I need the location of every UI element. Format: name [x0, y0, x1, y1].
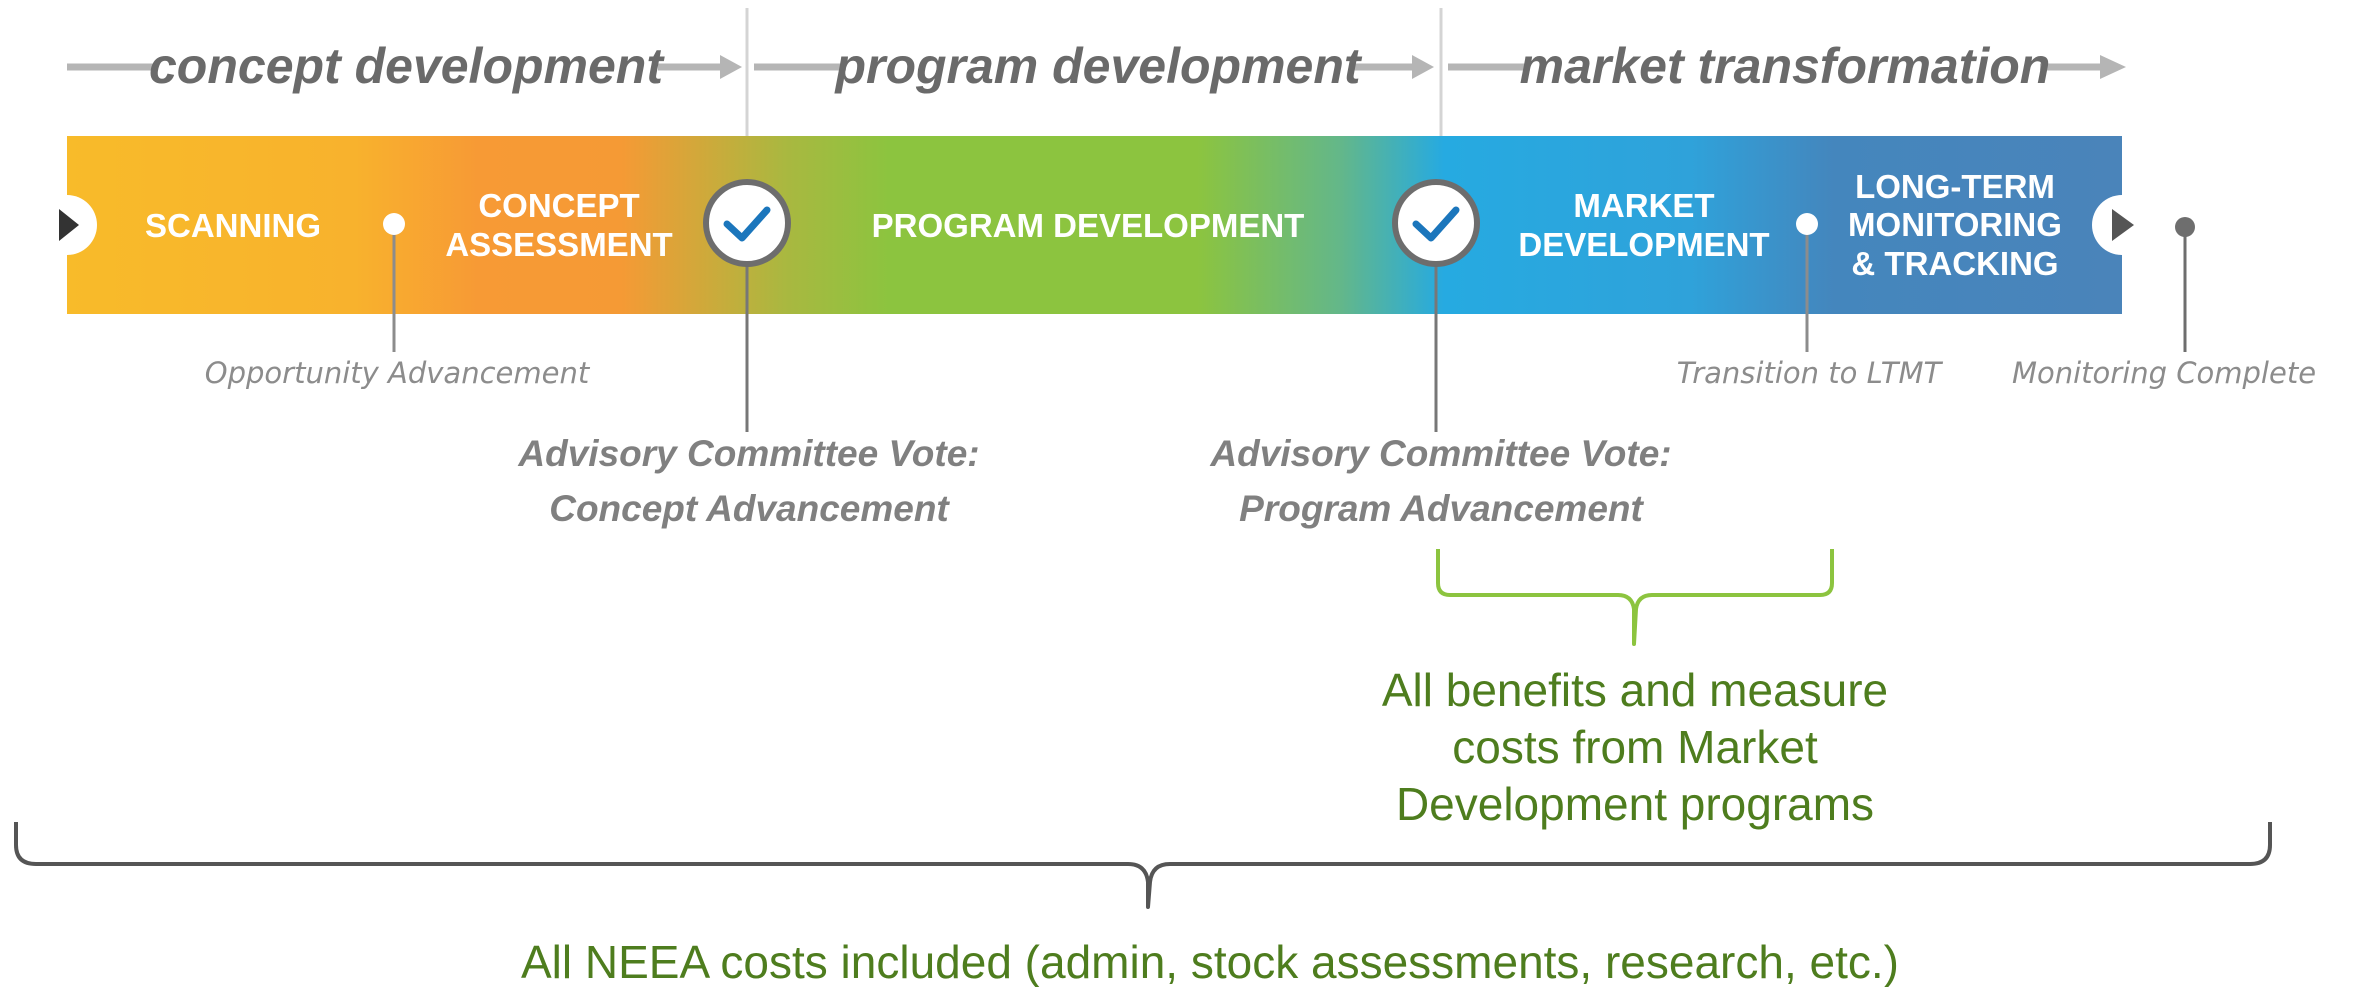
check-icon [723, 206, 771, 242]
stage-concept-assessment-line2: ASSESSMENT [445, 226, 672, 263]
vote-concept-line1: Advisory Committee Vote: [517, 433, 979, 474]
stage-market-development-line2: DEVELOPMENT [1518, 226, 1769, 263]
phase-market-transformation: market transformation [1520, 38, 2051, 94]
stage-long-term-line2: MONITORING [1848, 206, 2062, 243]
stage-long-term-line1: LONG-TERM [1855, 168, 2055, 205]
costs-bracket [14, 822, 2272, 909]
milestone-monitoring-label: Monitoring Complete [2012, 356, 2316, 390]
stage-concept-assessment-line1: CONCEPT [478, 187, 639, 224]
start-arrow-icon [59, 209, 79, 241]
phase-arrows [67, 55, 2126, 79]
phase-program-development: program development [833, 38, 1362, 94]
benefits-line2: costs from Market [1452, 721, 1818, 773]
milestone-transition-label: Transition to LTMT [1677, 356, 1944, 390]
milestone-transition [1796, 213, 1818, 352]
phase-concept-development: concept development [149, 38, 665, 94]
stage-band [67, 136, 2122, 314]
milestone-monitoring [2175, 217, 2195, 352]
benefits-line1: All benefits and measure [1382, 664, 1888, 716]
costs-note: All NEEA costs included (admin, stock as… [521, 936, 1899, 987]
check-icon [1412, 206, 1460, 242]
stage-long-term-line3: & TRACKING [1851, 245, 2058, 282]
stage-market-development-line1: MARKET [1573, 187, 1714, 224]
milestone-opportunity [383, 213, 405, 352]
stage-scanning: SCANNING [145, 207, 321, 244]
vote-program-line1: Advisory Committee Vote: [1209, 433, 1671, 474]
vote-concept-badge [703, 179, 791, 267]
vote-program-badge [1392, 179, 1480, 267]
milestone-opportunity-label: Opportunity Advancement [205, 356, 591, 390]
vote-program-line2: Program Advancement [1239, 488, 1644, 529]
benefits-line3: Development programs [1396, 778, 1874, 830]
stage-program-development: PROGRAM DEVELOPMENT [872, 207, 1305, 244]
benefits-bracket [1436, 549, 1834, 646]
vote-concept-line2: Concept Advancement [549, 488, 950, 529]
end-arrow-icon [2112, 209, 2134, 241]
